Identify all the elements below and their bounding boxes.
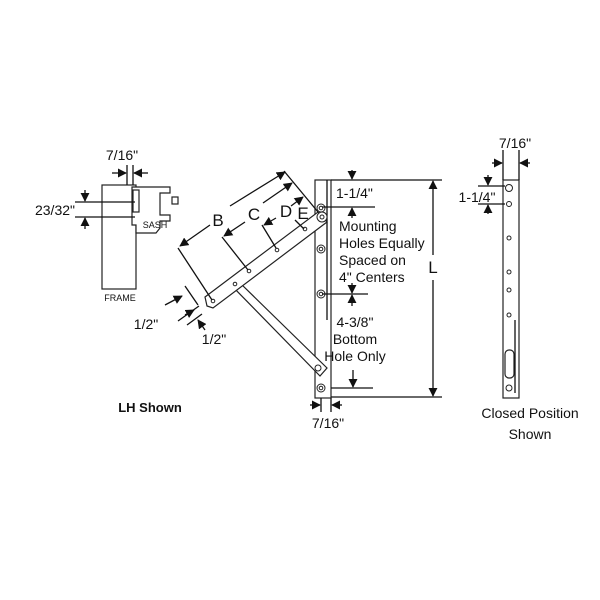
length-label: L xyxy=(428,258,437,277)
closed-caption-line-2: Shown xyxy=(509,426,552,442)
track-width-label: 7/16" xyxy=(312,415,344,431)
bottom-note-line-1: Bottom xyxy=(333,331,377,347)
link-arm xyxy=(232,281,328,377)
top-hole-label: 1-1/4" xyxy=(336,185,373,201)
dim-b-label: B xyxy=(212,211,223,230)
half-inch-label-2: 1/2" xyxy=(202,331,226,347)
frame-sash-detail: 7/16" 23/32" SASH FRAME xyxy=(35,147,179,303)
closed-top-hole-label: 1-1/4" xyxy=(459,189,496,205)
closed-caption-line-1: Closed Position xyxy=(481,405,578,421)
offset-label: 23/32" xyxy=(35,202,75,218)
half-inch-label-1: 1/2" xyxy=(134,316,158,332)
frame-profile xyxy=(101,184,137,290)
operator-open-view: B C D E 1/2" 1/2" 1-1/4" Mounting Holes … xyxy=(118,170,442,431)
frame-label: FRAME xyxy=(104,293,136,303)
bottom-note-line-2: Hole Only xyxy=(324,348,385,364)
sash-label: SASH xyxy=(143,220,168,230)
closed-width-label: 7/16" xyxy=(499,135,531,151)
mounting-note-line-3: Spaced on xyxy=(339,252,406,268)
mounting-note-line-4: 4" Centers xyxy=(339,269,405,285)
lh-shown-caption: LH Shown xyxy=(118,400,182,415)
mounting-note-line-2: Holes Equally xyxy=(339,235,425,251)
bottom-dim-label: 4-3/8" xyxy=(337,314,374,330)
dim-e-label: E xyxy=(297,204,308,223)
operator-closed-view: 7/16" 1-1/4" Closed Position Shown xyxy=(459,135,579,442)
mounting-note-line-1: Mounting xyxy=(339,218,397,234)
dim-d-label: D xyxy=(280,202,292,221)
sash-gap-label: 7/16" xyxy=(106,147,138,163)
dim-c-label: C xyxy=(248,205,260,224)
sash-profile xyxy=(131,186,171,234)
